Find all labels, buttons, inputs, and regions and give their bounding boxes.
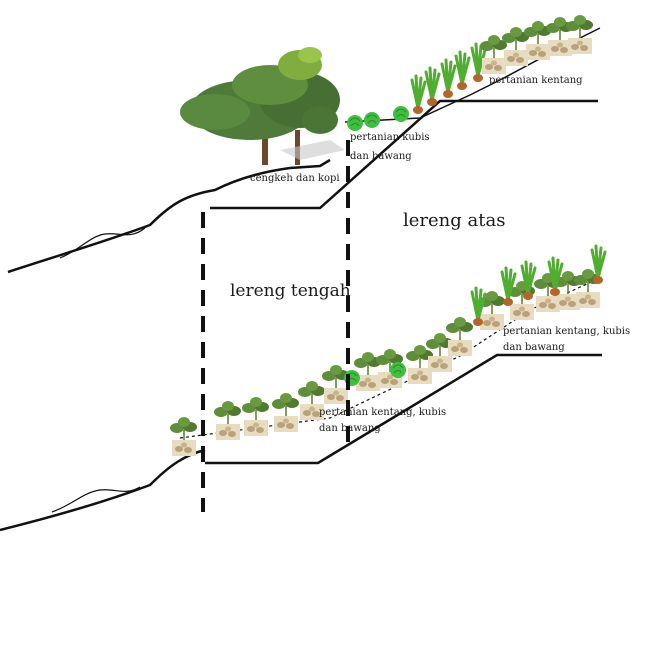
label-kentang-kubis-mid-line2: dan bawang [319, 423, 381, 434]
label-kentang-kubis-right-line1: pertanian kentang, kubis [503, 326, 630, 337]
label-kentang-kubis-mid-line1: pertanian kentang, kubis [319, 407, 446, 418]
label-kubis-bawang-line2: dan bawang [350, 151, 412, 162]
onion-icon [410, 42, 487, 116]
label-lereng-atas: lereng atas [403, 210, 505, 231]
cabbage-icon [346, 105, 410, 132]
potato-plant-icon [479, 14, 594, 75]
label-kubis-bawang-line1: pertanian kubis [350, 132, 430, 143]
label-lereng-tengah: lereng tengah [230, 281, 351, 301]
upper-slope-profile [7, 27, 601, 274]
label-kentang-top: pertanian kentang [489, 75, 583, 86]
label-cengkeh-kopi: cengkeh dan kopi [250, 173, 340, 184]
label-kentang-kubis-right-line2: dan bawang [503, 342, 565, 353]
tree-icon [180, 47, 345, 165]
